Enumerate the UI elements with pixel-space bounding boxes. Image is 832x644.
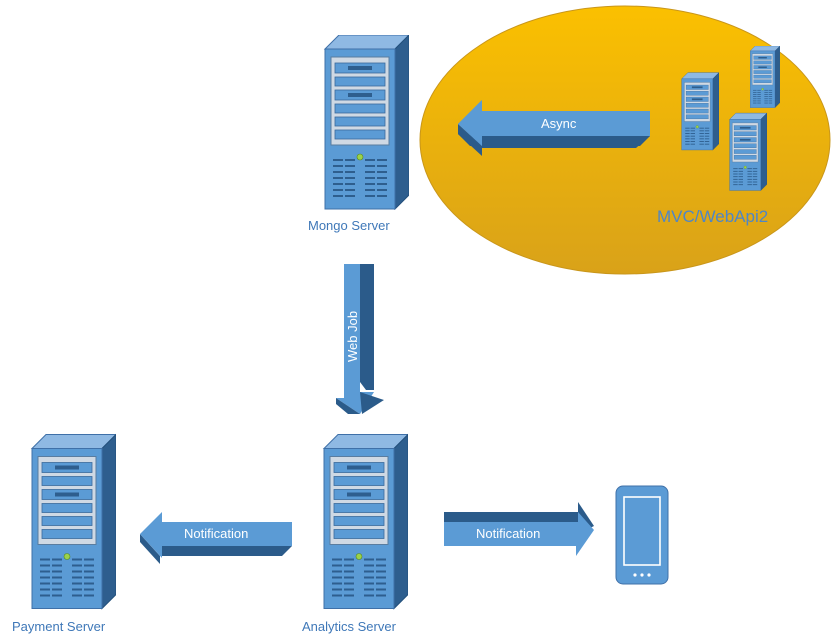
webjob-arrow-label: Web Job bbox=[345, 311, 360, 362]
mongo-server-icon bbox=[324, 35, 409, 210]
payment-server-icon bbox=[31, 433, 116, 610]
notification-right-label: Notification bbox=[476, 526, 540, 541]
cloud-label: MVC/WebApi2 bbox=[657, 207, 768, 226]
payment-server-label: Payment Server bbox=[12, 619, 106, 634]
async-arrow: Async bbox=[458, 100, 650, 156]
analytics-server-icon bbox=[323, 433, 408, 610]
async-arrow-label: Async bbox=[541, 116, 577, 131]
notification-left-arrow: Notification bbox=[140, 512, 292, 564]
notification-right-arrow: Notification bbox=[444, 502, 594, 556]
web-server-icon bbox=[681, 72, 719, 151]
analytics-server-label: Analytics Server bbox=[302, 619, 397, 634]
web-server-icon bbox=[750, 46, 780, 108]
mobile-device-icon bbox=[615, 485, 669, 585]
notification-left-label: Notification bbox=[184, 526, 248, 541]
webjob-arrow: Web Job bbox=[336, 264, 384, 414]
mongo-server-label: Mongo Server bbox=[308, 218, 390, 233]
web-server-icon bbox=[729, 112, 767, 191]
